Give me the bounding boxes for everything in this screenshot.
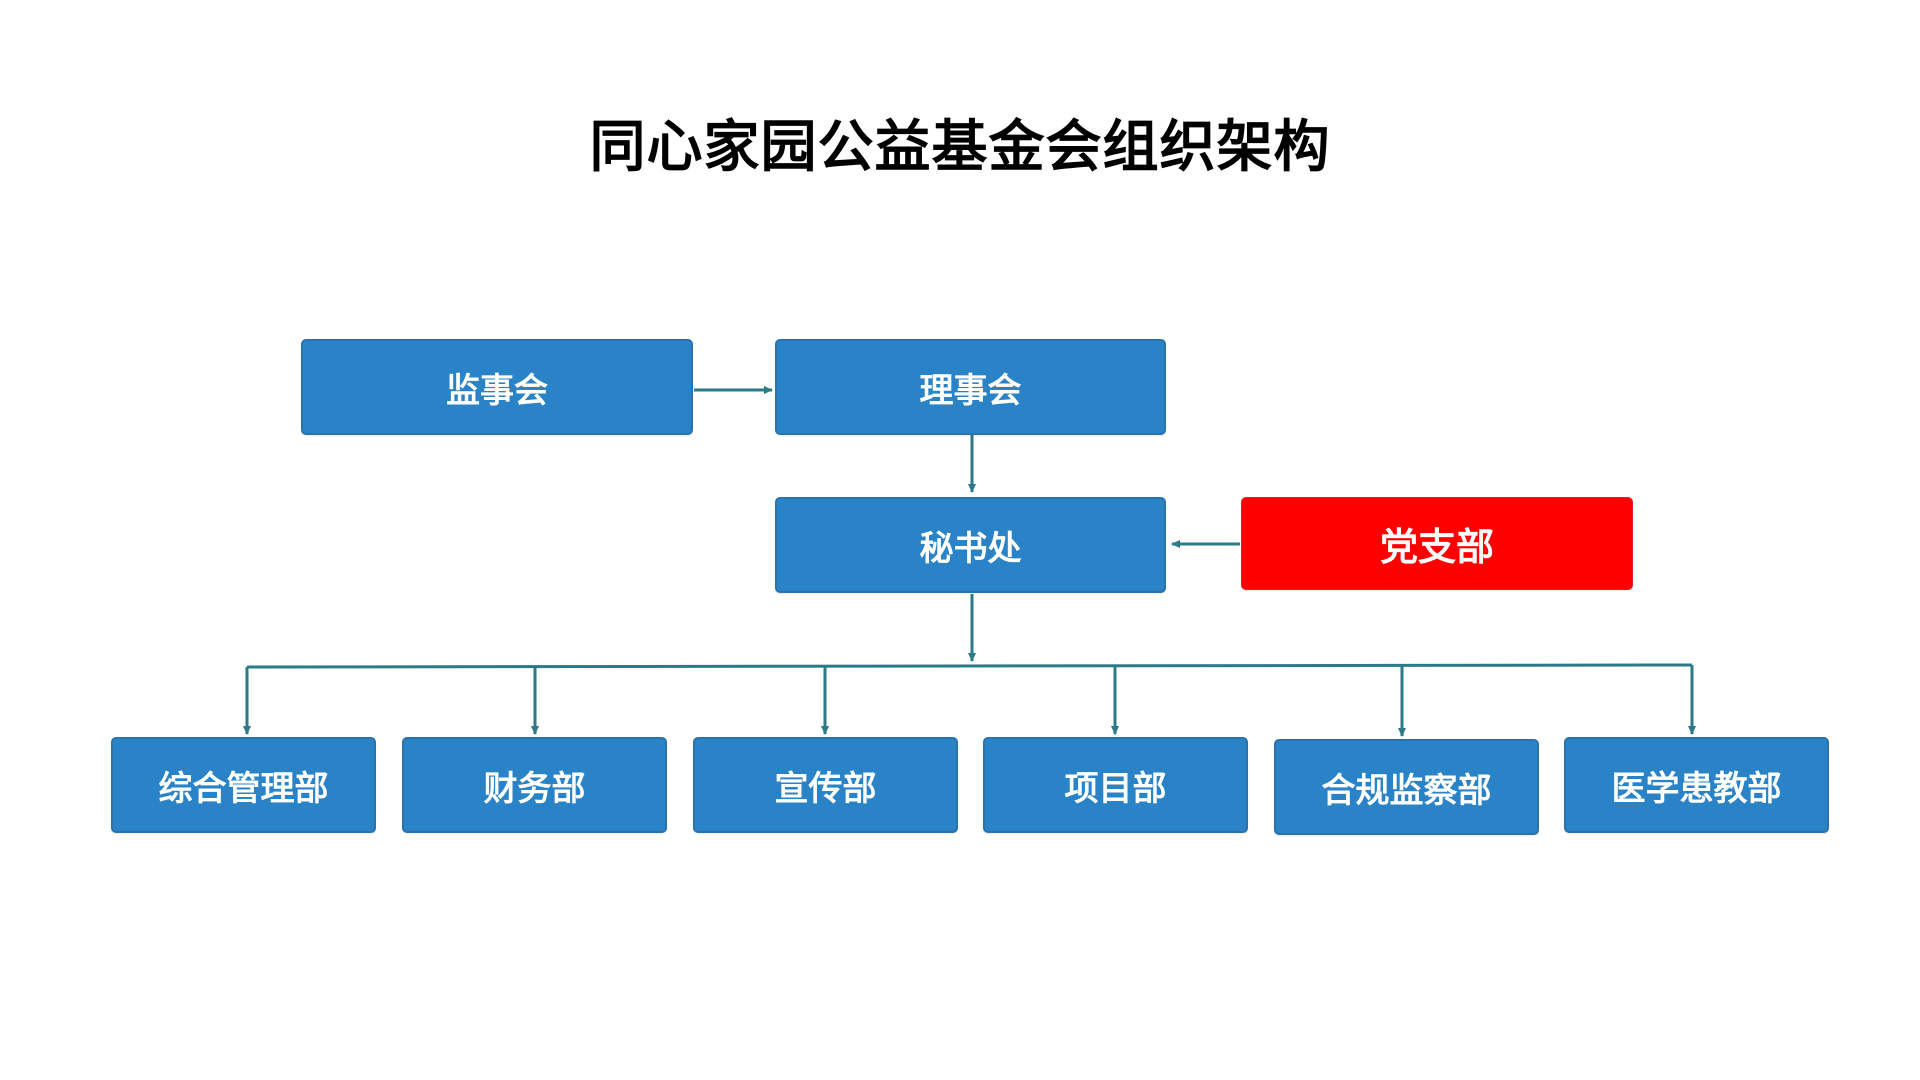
dept-3: 宣传部 xyxy=(693,737,958,833)
node-supervisory-board: 监事会 xyxy=(301,339,693,435)
dept-6: 医学患教部 xyxy=(1564,737,1829,833)
node-board-of-directors: 理事会 xyxy=(775,339,1166,435)
connector-horizontal-bus xyxy=(246,663,1693,669)
dept-1: 综合管理部 xyxy=(111,737,376,833)
node-party-branch: 党支部 xyxy=(1241,497,1633,590)
dept-5: 合规监察部 xyxy=(1274,739,1539,835)
dept-4: 项目部 xyxy=(983,737,1248,833)
dept-2: 财务部 xyxy=(402,737,667,833)
page-title: 同心家园公益基金会组织架构 xyxy=(589,115,1331,180)
node-secretariat: 秘书处 xyxy=(775,497,1166,593)
